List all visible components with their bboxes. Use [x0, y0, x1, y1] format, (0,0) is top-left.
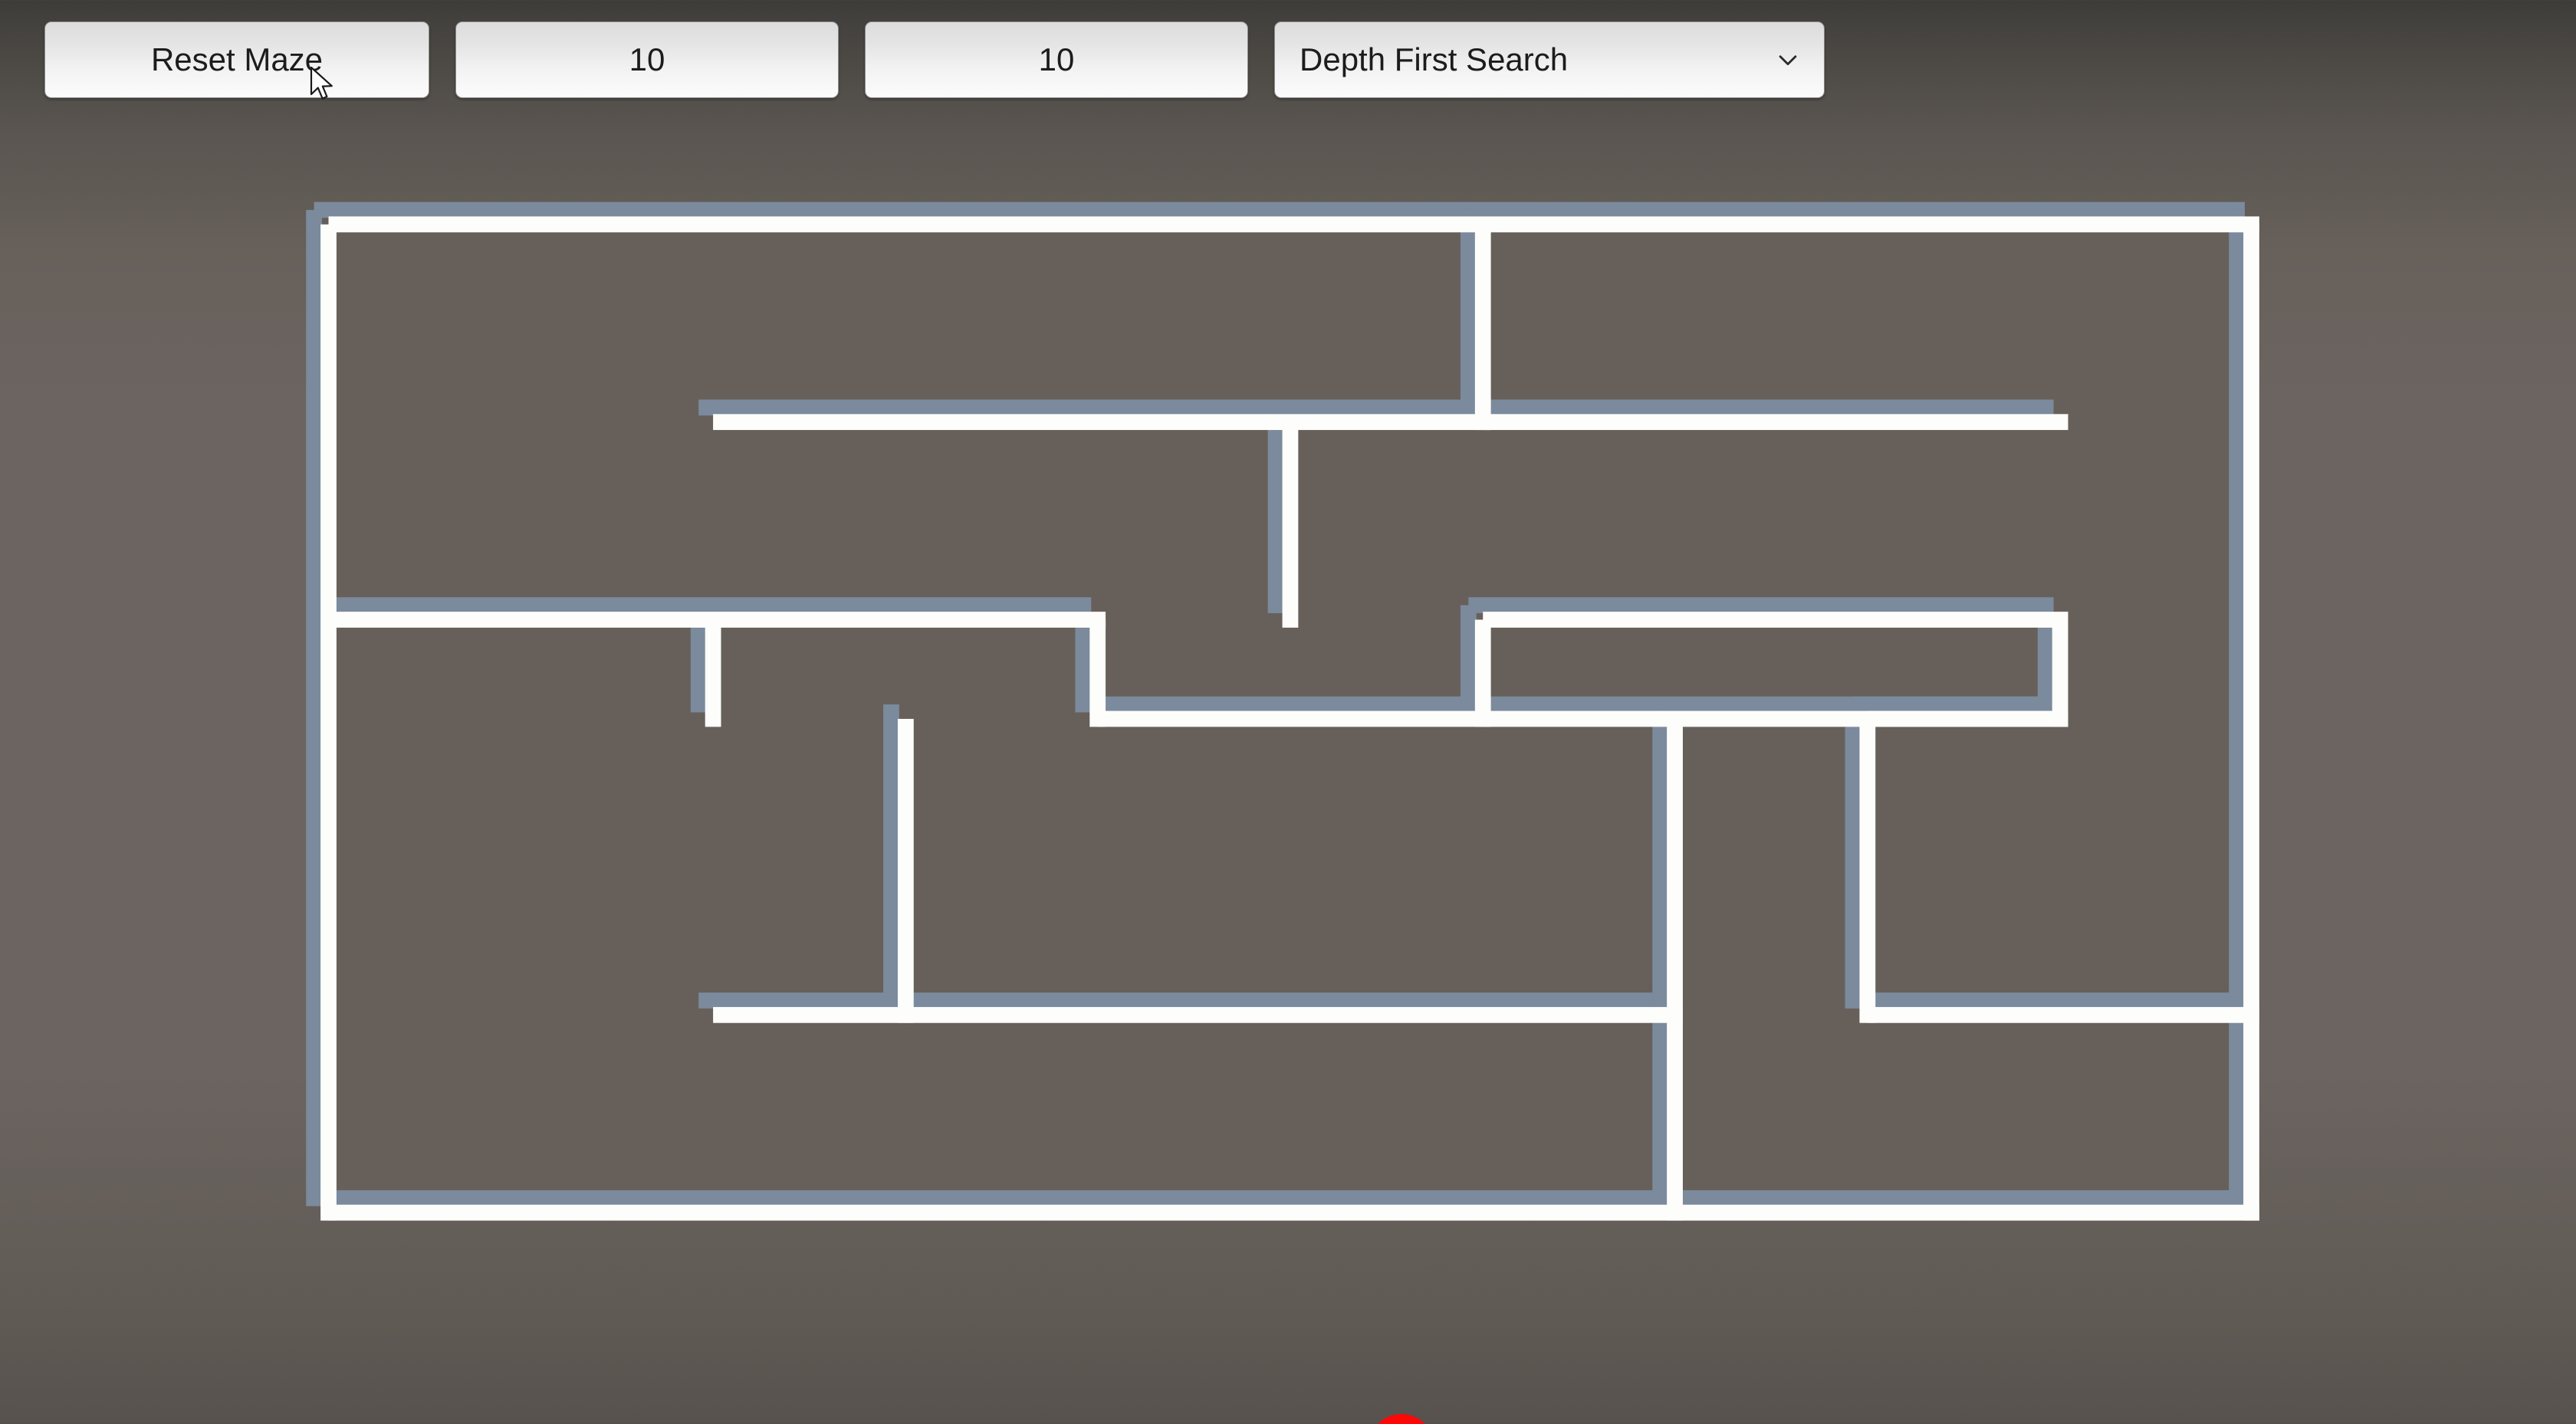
maze-wall-shadow: [1083, 696, 1477, 713]
algorithm-select[interactable]: Depth First Search: [1274, 21, 1825, 98]
maze-wall-shadow: [1460, 209, 1477, 416]
maze-wall-shadow: [1075, 605, 1092, 713]
maze-wall-shadow: [1468, 399, 2054, 416]
chevron-down-icon: [1779, 55, 1797, 66]
maze-wall: [328, 1204, 2259, 1221]
toolbar: Reset Maze Depth First Search: [0, 0, 2576, 135]
maze-wall-shadow: [1652, 704, 1669, 1206]
rows-input[interactable]: [455, 21, 839, 98]
maze-wall-shadow: [1267, 407, 1284, 614]
maze-wall-shadow: [698, 399, 1477, 416]
maze-wall-shadow: [1852, 696, 2054, 713]
goal-marker: [1368, 1414, 1434, 1424]
maze-wall: [320, 224, 337, 1221]
maze-wall: [705, 619, 721, 727]
maze-wall-shadow: [1845, 704, 1861, 1009]
maze-wall-shadow: [1460, 605, 1477, 713]
maze-wall-shadow: [314, 202, 2246, 218]
maze-wall-shadow: [690, 605, 707, 713]
maze-wall-shadow: [2229, 209, 2246, 1206]
maze-wall-shadow: [306, 209, 322, 1206]
maze-wall-shadow: [698, 993, 1669, 1009]
maze-wall: [1474, 224, 1491, 431]
algorithm-select-label: Depth First Search: [1300, 41, 1569, 77]
maze-wall: [1859, 718, 1876, 1023]
maze-wall-shadow: [1468, 597, 2054, 614]
reset-maze-button[interactable]: Reset Maze: [44, 21, 429, 98]
maze-wall: [2052, 619, 2068, 727]
maze-svg: [306, 202, 2259, 1221]
maze-wall-shadow: [2037, 605, 2054, 713]
maze-wall: [328, 216, 2259, 233]
maze-wall-shadow: [883, 704, 899, 1009]
maze-wall: [897, 718, 914, 1023]
maze-wall-shadow: [1852, 993, 2246, 1009]
maze-wall: [1867, 710, 2068, 727]
maze-wall: [1483, 414, 2068, 431]
maze-canvas[interactable]: [272, 195, 2308, 1242]
maze-wall: [1667, 718, 1683, 1221]
maze-wall-shadows: [306, 202, 2246, 1206]
maze-wall-shadow: [314, 1189, 2246, 1206]
maze-wall: [1089, 619, 1106, 727]
maze-wall: [1483, 612, 2068, 628]
maze-wall: [713, 1006, 1683, 1023]
maze-wall: [1867, 1006, 2259, 1023]
maze-wall: [1474, 619, 1491, 727]
maze-wall: [2243, 224, 2259, 1221]
maze-wall: [1097, 710, 1491, 727]
maze-walls: [320, 216, 2259, 1221]
cols-input[interactable]: [865, 21, 1248, 98]
maze-wall: [1282, 422, 1299, 628]
maze-wall: [713, 414, 1491, 431]
